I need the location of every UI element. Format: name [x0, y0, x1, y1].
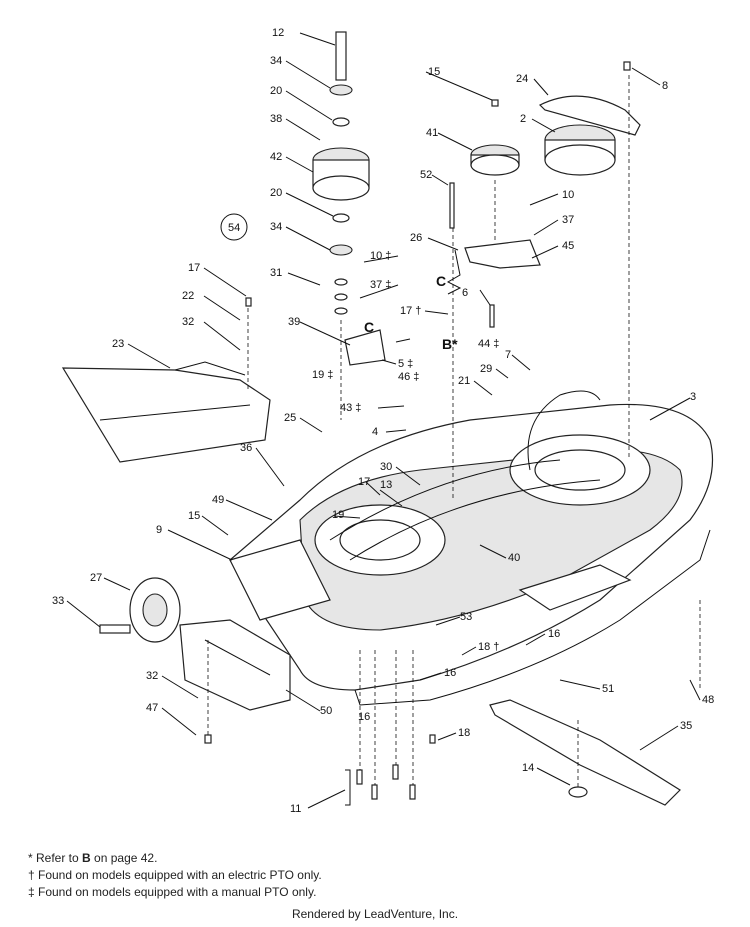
- callout-16b: 16: [444, 667, 456, 679]
- callout-4: 4: [372, 426, 378, 438]
- callout-41: 41: [426, 127, 438, 139]
- callout-20b: 20: [270, 187, 282, 199]
- callout-17c: 17: [358, 476, 370, 488]
- callout-17a: 17: [188, 262, 200, 274]
- callout-2: 2: [520, 113, 526, 125]
- callout-31: 31: [270, 267, 282, 279]
- callout-40: 40: [508, 552, 520, 564]
- callout-8: 8: [662, 80, 668, 92]
- callout-54: 54: [228, 222, 240, 234]
- callout-35: 35: [680, 720, 692, 732]
- callout-14: 14: [522, 762, 534, 774]
- callout-18b: 18: [458, 727, 470, 739]
- callout-C2: C: [364, 319, 374, 335]
- callout-10b: 10 ‡: [370, 250, 391, 262]
- mower-deck-shell: [229, 390, 714, 706]
- callout-32a: 32: [182, 316, 194, 328]
- callout-34a: 34: [270, 55, 282, 67]
- callout-15b: 15: [428, 66, 440, 78]
- callout-13: 13: [380, 479, 392, 491]
- callout-43: 43 ‡: [340, 402, 361, 414]
- idler-arm-brackets: [344, 239, 541, 366]
- callout-48: 48: [702, 694, 714, 706]
- callout-32b: 32: [146, 670, 158, 682]
- callout-6: 6: [462, 287, 468, 299]
- discharge-chute: [61, 361, 271, 463]
- callout-16c: 16: [358, 711, 370, 723]
- callout-53: 53: [460, 611, 472, 623]
- callout-52: 52: [420, 169, 432, 181]
- callout-21: 21: [458, 375, 470, 387]
- callout-3: 3: [690, 391, 696, 403]
- leader-lines: [66, 32, 701, 809]
- callout-29: 29: [480, 363, 492, 375]
- callout-54-circle: [220, 213, 248, 241]
- callout-45: 45: [562, 240, 574, 252]
- callout-47: 47: [146, 702, 158, 714]
- callout-27: 27: [90, 572, 102, 584]
- alignment-lines: [207, 75, 701, 790]
- callout-20a: 20: [270, 85, 282, 97]
- note-electric-pto: † Found on models equipped with an elect…: [28, 868, 322, 882]
- callout-50: 50: [320, 705, 332, 717]
- callout-44: 44 ‡: [478, 338, 499, 350]
- deflector-shield: [179, 619, 291, 711]
- callout-51: 51: [602, 683, 614, 695]
- callout-B: B*: [442, 336, 458, 352]
- callout-37a: 37: [562, 214, 574, 226]
- callout-30: 30: [380, 461, 392, 473]
- callout-16a: 16: [548, 628, 560, 640]
- callout-37b: 37 ‡: [370, 279, 391, 291]
- callout-23: 23: [112, 338, 124, 350]
- callout-24: 24: [516, 73, 528, 85]
- callout-46: 46 ‡: [398, 371, 419, 383]
- note-manual-pto: ‡ Found on models equipped with a manual…: [28, 885, 317, 899]
- footnotes: * Refer to B on page 42. † Found on mode…: [28, 850, 322, 901]
- render-credit: Rendered by LeadVenture, Inc.: [291, 907, 459, 921]
- callout-33: 33: [52, 595, 64, 607]
- callout-11: 11: [290, 803, 301, 815]
- deck-wheel: [99, 577, 181, 643]
- callout-34b: 34: [270, 221, 282, 233]
- idler-pulleys: [470, 95, 641, 176]
- callout-49: 49: [212, 494, 224, 506]
- callout-19: 19 ‡: [312, 369, 333, 381]
- mower-blade: [489, 699, 681, 806]
- callout-17b: 17 †: [400, 305, 421, 317]
- callout-22: 22: [182, 290, 194, 302]
- fasteners: [204, 61, 631, 800]
- callout-9: 9: [156, 524, 162, 536]
- callout-12: 12: [272, 27, 284, 39]
- callout-5: 5 ‡: [398, 358, 413, 370]
- callout-10a: 10: [562, 189, 574, 201]
- callout-38: 38: [270, 113, 282, 125]
- callout-18a: 18 †: [478, 641, 499, 653]
- callout-15a: 15: [188, 510, 200, 522]
- spindle-assembly: [312, 31, 370, 315]
- callout-7: 7: [505, 349, 511, 361]
- callout-26: 26: [410, 232, 422, 244]
- callout-25: 25: [284, 412, 296, 424]
- callout-42: 42: [270, 151, 282, 163]
- callout-C1: C: [436, 273, 446, 289]
- callout-36: 36: [240, 442, 252, 454]
- callout-19b: 19: [332, 509, 344, 521]
- note-refer: * Refer to B on page 42.: [28, 851, 158, 865]
- callout-39: 39: [288, 316, 300, 328]
